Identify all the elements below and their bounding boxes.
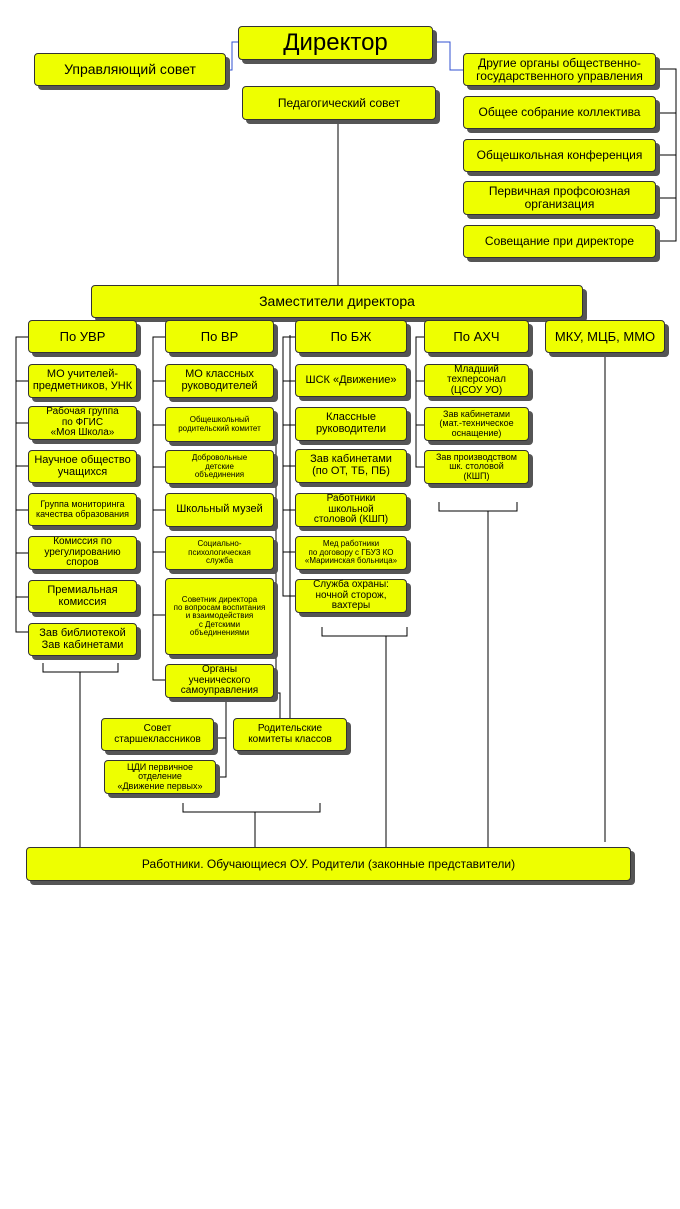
ahch-item: Зав кабинетами (мат.-техническое оснащен…: [424, 407, 529, 441]
department-vr: По ВР: [165, 320, 274, 353]
uvr-item: Зав библиотекой Зав кабинетами: [28, 623, 137, 656]
director-box: Директор: [238, 26, 433, 60]
uvr-item: Комиссия по урегулированию споров: [28, 536, 137, 570]
bzh-item: Служба охраны: ночной сторож, вахтеры: [295, 579, 407, 613]
vr-subgroup: Родительские комитеты классов: [233, 718, 347, 751]
uvr-item: Научное общество учащихся: [28, 450, 137, 483]
bzh-item: Зав кабинетами (по ОТ, ТБ, ПБ): [295, 449, 407, 483]
bzh-item: Классные руководители: [295, 407, 407, 441]
vr-item: Социально- психологическая служба: [165, 536, 274, 570]
right-body-box: Общешкольная конференция: [463, 139, 656, 172]
department-ahch: По АХЧ: [424, 320, 529, 353]
uvr-item: МО учителей- предметников, УНК: [28, 364, 137, 398]
vr-item: Школьный музей: [165, 493, 274, 527]
uvr-item: Премиальная комиссия: [28, 580, 137, 613]
bzh-item: ШСК «Движение»: [295, 364, 407, 397]
ahch-item: Зав производством шк. столовой (КШП): [424, 450, 529, 484]
bzh-item: Работники школьной столовой (КШП): [295, 493, 407, 527]
pedagogical-council-box: Педагогический совет: [242, 86, 436, 120]
uvr-item: Рабочая группа по ФГИС «Моя Школа»: [28, 406, 137, 440]
right-body-box: Общее собрание коллектива: [463, 96, 656, 129]
uvr-item: Группа мониторинга качества образования: [28, 493, 137, 526]
bzh-item: Мед работники по договору с ГБУЗ КО «Мар…: [295, 536, 407, 570]
governing-board-box: Управляющий совет: [34, 53, 226, 86]
vr-item: Органы ученического самоуправления: [165, 664, 274, 698]
right-body-box: Первичная профсоюзная организация: [463, 181, 656, 215]
right-body-box: Другие органы общественно- государственн…: [463, 53, 656, 86]
department-uvr: По УВР: [28, 320, 137, 353]
department-bzh: По БЖ: [295, 320, 407, 353]
vr-subgroup: Совет старшеклассников: [101, 718, 214, 751]
participants-box: Работники. Обучающиеся ОУ. Родители (зак…: [26, 847, 631, 881]
vr-item: МО классных руководителей: [165, 364, 274, 398]
ahch-item: Младший техперсонал (ЦСОУ УО): [424, 364, 529, 397]
vr-item: Общешкольный родительский комитет: [165, 407, 274, 442]
vr-item: Добровольные детские объединения: [165, 450, 274, 484]
department-mku: МКУ, МЦБ, ММО: [545, 320, 665, 353]
vr-subgroup: ЦДИ первичное отделение «Движение первых…: [104, 760, 216, 794]
right-body-box: Совещание при директоре: [463, 225, 656, 258]
vr-item: Советник директора по вопросам воспитани…: [165, 578, 274, 655]
deputies-box: Заместители директора: [91, 285, 583, 318]
